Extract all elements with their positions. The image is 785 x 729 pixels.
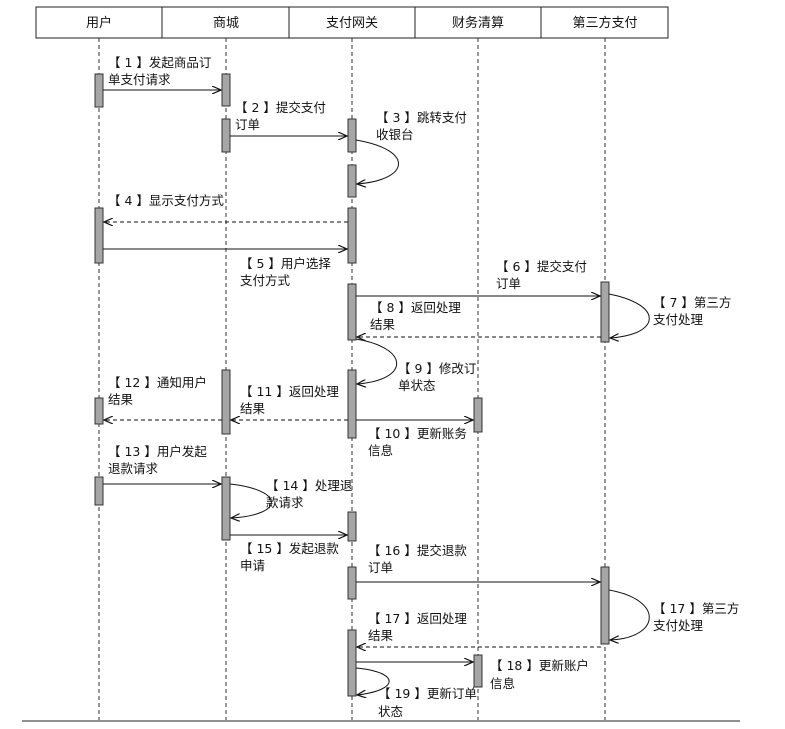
message-arrows [103, 90, 650, 695]
msg-9-line-1: 【 9 】修改订 [398, 361, 476, 376]
msg-14-line-2: 款请求 [266, 495, 304, 510]
msg-13-line-2: 退款请求 [108, 461, 159, 476]
msg-16-line-2: 订单 [368, 560, 393, 575]
msg-18-line-2: 信息 [490, 676, 515, 691]
header-row: 用户 商城 支付网关 财务清算 第三方支付 [35, 6, 669, 39]
msg-12-line-1: 【 12 】通知用户 [108, 375, 207, 390]
msg-6-line-1: 【 6 】提交支付 [496, 259, 587, 274]
msg-15-line-2: 申请 [240, 558, 265, 573]
msg-8-line-1: 【 8 】返回处理 [370, 300, 461, 315]
msg-11-line-2: 结果 [240, 401, 266, 416]
msg-1-line-2: 单支付请求 [108, 72, 171, 87]
msg-12-line-2: 结果 [108, 392, 134, 407]
msg-7-line-2: 支付处理 [653, 312, 704, 327]
msg-9-line-2: 单状态 [398, 378, 436, 393]
msg-2-line-2: 订单 [235, 117, 260, 132]
participant-user: 用户 [86, 15, 112, 31]
msg-3-line-1: 【 3 】跳转支付 [376, 110, 467, 125]
participant-finance: 财务清算 [452, 15, 504, 31]
msg-18-line-1: 【 18 】更新账户 [490, 658, 589, 673]
msg-19-line-2: 状态 [378, 704, 403, 719]
participant-third-party: 第三方支付 [572, 15, 637, 31]
msg-17-line-2: 支付处理 [653, 618, 704, 633]
arrow-17 [609, 589, 650, 640]
msg-7-line-1: 【 7 】第三方 [653, 295, 731, 310]
message-labels: 【 1 】发起商品订 单支付请求 【 2 】提交支付 订单 【 3 】跳转支付 … [108, 55, 739, 719]
arrow-14 [230, 483, 272, 518]
msg-11-line-1: 【 11 】返回处理 [240, 384, 339, 399]
msg-16-line-1: 【 16 】提交退款 [368, 543, 467, 558]
arrow-3 [356, 139, 399, 184]
msg-17-line-1: 【 17 】第三方 [653, 601, 739, 616]
msg-5-line-2: 支付方式 [240, 273, 291, 288]
arrow-7 [609, 293, 650, 338]
arrow-9 [356, 338, 398, 384]
msg-17b-line-1: 【 17 】返回处理 [368, 611, 467, 626]
activation-bars [94, 73, 610, 697]
msg-6-line-2: 订单 [496, 276, 521, 291]
msg-3-line-2: 收银台 [376, 127, 414, 142]
participant-gateway: 支付网关 [326, 16, 378, 31]
msg-14-line-1: 【 14 】处理退 [266, 478, 353, 493]
msg-13-line-1: 【 13 】用户发起 [108, 444, 207, 459]
participant-mall: 商城 [213, 16, 239, 31]
msg-19-line-1: 【 19 】更新订单 [378, 686, 477, 701]
msg-5-line-1: 【 5 】用户选择 [240, 256, 331, 271]
msg-15-line-1: 【 15 】发起退款 [240, 541, 339, 556]
msg-1-line-1: 【 1 】发起商品订 [108, 55, 211, 70]
msg-17b-line-2: 结果 [368, 628, 394, 643]
arrow-19 [356, 667, 390, 695]
msg-2-line-1: 【 2 】提交支付 [235, 100, 326, 115]
msg-10-line-2: 信息 [368, 443, 393, 458]
msg-4-line-1: 【 4 】显示支付方式 [108, 193, 224, 208]
msg-8-line-2: 结果 [370, 317, 396, 332]
msg-10-line-1: 【 10 】更新账务 [368, 426, 467, 441]
